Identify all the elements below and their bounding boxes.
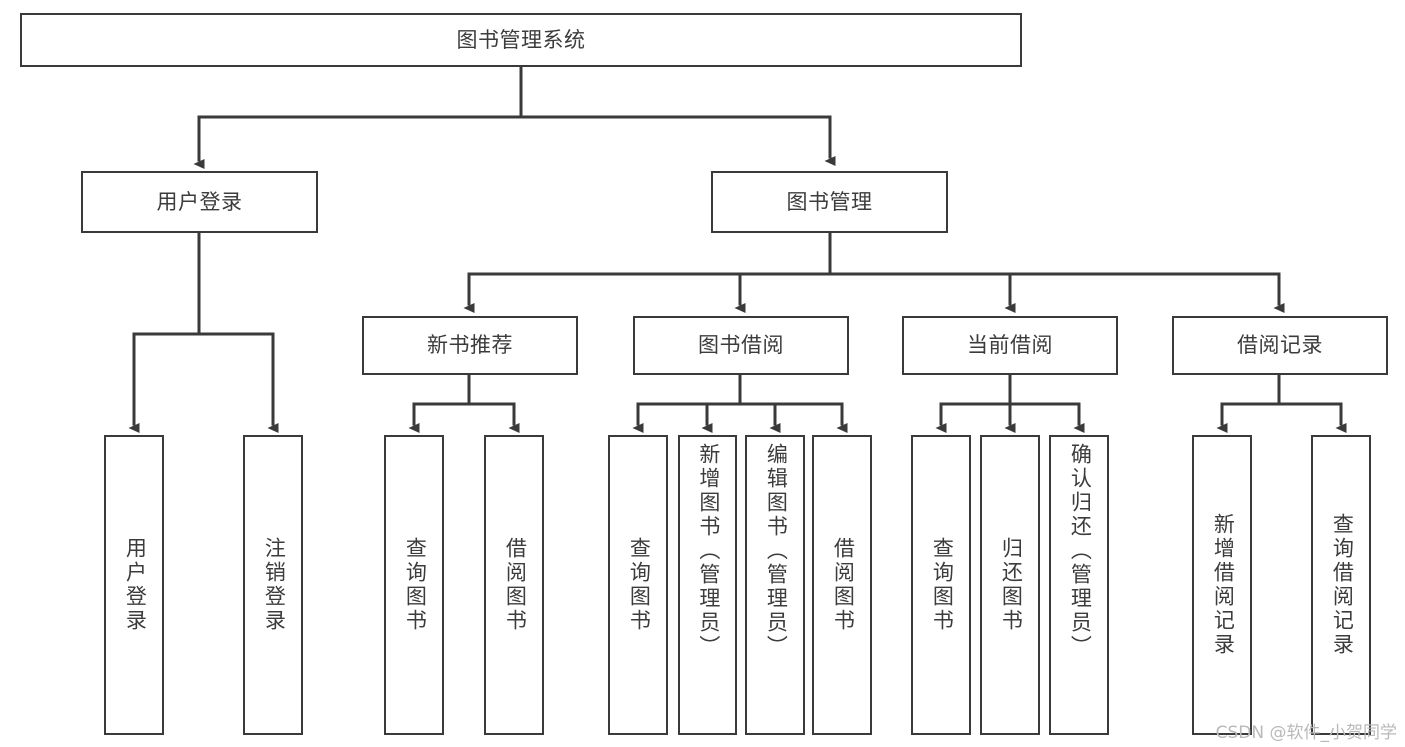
node-root[interactable]: 图书管理系统 [20,13,1022,67]
node-borrowing-record-label: 借阅记录 [1237,334,1323,357]
leaf-query-book-3[interactable]: 查询图书 [911,435,971,735]
leaf-return-book-label: 归还图书 [999,537,1023,633]
node-borrowing-record[interactable]: 借阅记录 [1172,316,1388,375]
leaf-query-book-2-label: 查询图书 [627,537,651,633]
node-book-management-label: 图书管理 [786,190,873,214]
leaf-query-borrow-record[interactable]: 查询借阅记录 [1311,435,1371,735]
leaf-add-borrow-record-label: 新增借阅记录 [1211,513,1235,657]
leaf-confirm-return-label: 确认归还（管理员） [1068,443,1092,659]
leaf-query-borrow-record-label: 查询借阅记录 [1330,513,1354,657]
node-book-management[interactable]: 图书管理 [711,171,948,233]
leaf-add-book-label: 新增图书（管理员） [696,443,720,659]
csdn-watermark: CSDN @软件_小贺同学 [1215,723,1397,743]
leaf-borrow-book-1[interactable]: 借阅图书 [484,435,544,735]
node-current-borrowing-label: 当前借阅 [967,334,1053,357]
leaf-edit-book-label: 编辑图书（管理员） [764,443,788,659]
leaf-query-book-3-label: 查询图书 [930,537,954,633]
leaf-borrow-book-1-label: 借阅图书 [503,537,527,633]
node-root-label: 图书管理系统 [456,28,586,52]
leaf-user-login-label: 用户登录 [123,537,147,633]
leaf-user-logout-label: 注销登录 [262,537,286,633]
leaf-query-book-1[interactable]: 查询图书 [384,435,444,735]
leaf-edit-book[interactable]: 编辑图书（管理员） [745,435,805,735]
leaf-borrow-book-2[interactable]: 借阅图书 [812,435,872,735]
leaf-add-book[interactable]: 新增图书（管理员） [678,435,737,735]
leaf-query-book-1-label: 查询图书 [403,537,427,633]
leaf-add-borrow-record[interactable]: 新增借阅记录 [1192,435,1252,735]
node-new-book-recommendation[interactable]: 新书推荐 [362,316,578,375]
leaf-return-book[interactable]: 归还图书 [980,435,1040,735]
leaf-borrow-book-2-label: 借阅图书 [831,537,855,633]
leaf-query-book-2[interactable]: 查询图书 [608,435,668,735]
leaf-user-login[interactable]: 用户登录 [104,435,164,735]
node-book-borrowing[interactable]: 图书借阅 [633,316,849,375]
leaf-confirm-return[interactable]: 确认归还（管理员） [1049,435,1109,735]
leaf-user-logout[interactable]: 注销登录 [243,435,303,735]
node-book-borrowing-label: 图书借阅 [698,334,784,357]
node-user-login[interactable]: 用户登录 [81,171,318,233]
node-current-borrowing[interactable]: 当前借阅 [902,316,1118,375]
node-user-login-label: 用户登录 [156,190,243,214]
node-new-book-recommendation-label: 新书推荐 [427,334,513,357]
